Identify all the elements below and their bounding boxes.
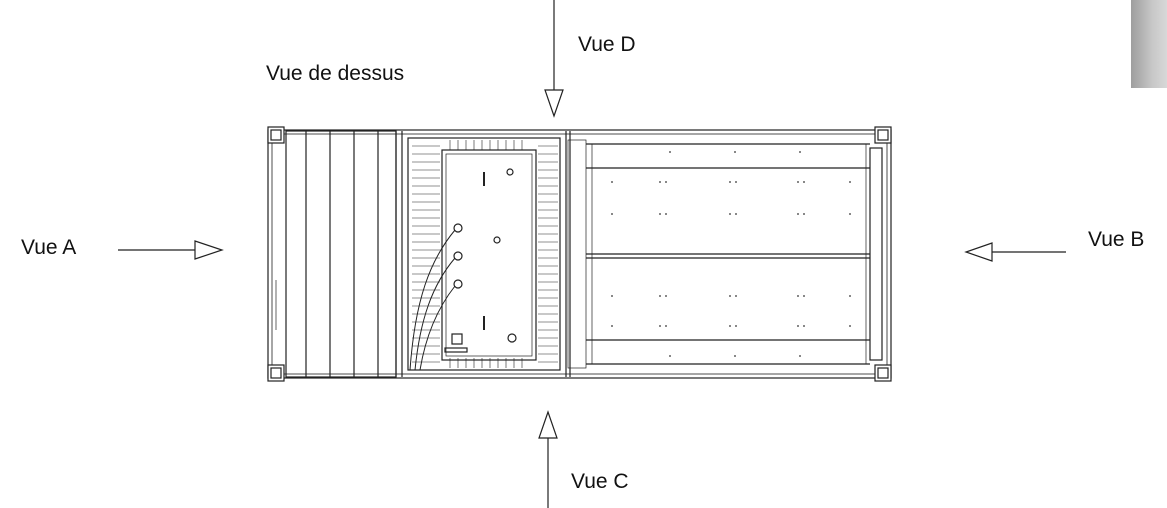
arrow-view-a (118, 240, 224, 260)
view-c-label: Vue C (571, 470, 629, 493)
top-view-title: Vue de dessus (266, 62, 405, 85)
arrow-view-d (544, 0, 564, 118)
view-d-label: Vue D (578, 33, 636, 56)
center-divider (565, 131, 587, 377)
arrow-view-b (964, 242, 1066, 262)
view-b-label: Vue B (1088, 228, 1145, 251)
machine-outline (267, 126, 892, 382)
left-filter-panel (275, 130, 403, 378)
arrow-view-c (538, 410, 558, 508)
view-a-label: Vue A (21, 236, 77, 259)
right-chamber (586, 143, 883, 365)
corner-gray-tab (1131, 0, 1167, 88)
heatsink-module (407, 137, 561, 371)
